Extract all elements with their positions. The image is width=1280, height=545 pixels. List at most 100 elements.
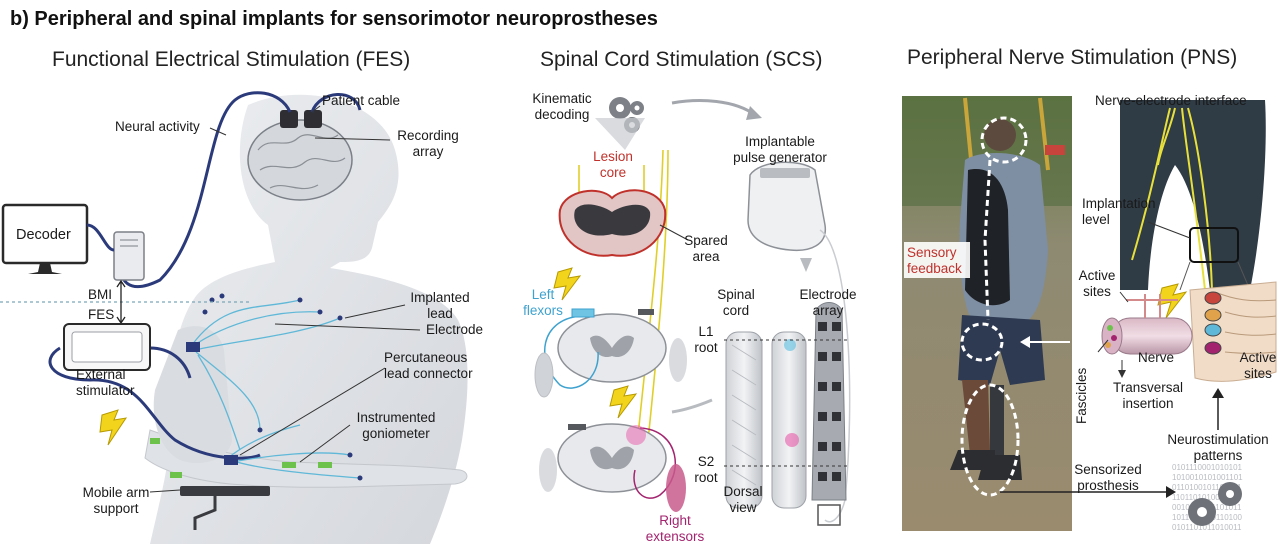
ipg-lead [819,229,851,523]
cord-root-lines [731,344,757,486]
label-patient-cable: Patient cable [322,93,401,108]
left-flexor-circuit [544,315,599,389]
shoe-right [978,455,1022,480]
label-decoder: Decoder [16,227,71,243]
label-external-stimulator: External stimulator [76,367,135,398]
electrode-pad-blue [571,308,595,318]
left-leg-muscle [534,352,554,398]
electrode-contacts [818,322,841,481]
label-left-flexors: Left flexors [523,287,563,318]
lesion-core [574,204,651,236]
label-spinal-cord: Spinal cord [717,287,755,318]
array-glow-magenta [785,433,799,447]
skin-segment [1189,281,1277,382]
person-head [984,119,1016,151]
lightning-bolt-icon [99,409,128,446]
binary-row: 0101110001010101 [1172,463,1243,472]
label-active-sites: Active sites [1078,268,1116,299]
label-mobile-arm-support: Mobile arm support [82,485,150,516]
spared-leader [659,224,689,241]
swing-seat [1045,145,1065,155]
label-sensory-feedback: Sensory feedback [907,245,962,276]
fascicles-leader [1097,339,1109,353]
label-nerve: Nerve [1138,350,1175,365]
person-leg-left [962,380,990,455]
fascicle-dots [1105,325,1117,348]
bmi-fes-arrow [116,279,126,325]
label-electrode: Electrode [426,322,484,337]
support-stand [193,496,217,530]
lightning-bolt-icon [553,267,582,301]
label-goniometer: Instrumented goniometer [356,410,436,441]
pns-panel: 0101110001010101101001010100110101101001… [902,96,1277,532]
fes-panel [0,91,468,544]
fes-leader-lines [149,105,421,493]
label-transversal-insertion: Transversal insertion [1112,380,1184,411]
mobile-arm-support [180,486,270,496]
label-spared-area: Spared area [684,233,728,264]
label-lesion-core: Lesion core [593,149,633,180]
label-fascicles: Fascicles [1074,367,1089,424]
stimulator-cable [48,346,261,460]
grey-matter-lower [590,446,634,470]
spinal-cord-dorsal [725,331,763,509]
label-percutaneous-connector: Percutaneous lead connector [384,350,473,381]
label-neural-activity: Neural activity [115,119,200,134]
decoder-cable [86,223,115,252]
patient-cable [113,91,362,289]
implanted-leads [189,299,361,479]
label-sensorized-prosthesis: Sensorized prosthesis [1074,462,1142,493]
patient-upper-arm [153,326,232,464]
label-kinematic-decoding: Kinematic decoding [532,91,592,122]
figure-title: b) Peripheral and spinal implants for se… [10,8,658,30]
pns-title: Peripheral Nerve Stimulation (PNS) [907,46,1238,69]
label-right-extensors: Right extensors [645,513,705,544]
implantation-level-box [1189,227,1239,263]
label-electrode-array: Electrode array [799,287,857,318]
lead-connector-shoulder [186,342,200,352]
stimulation-glow [626,425,646,445]
arrow-to-ipg [671,99,756,117]
label-l1-root: L1 root [694,324,718,355]
right-extensor-circuit [633,427,676,499]
binary-row: 1010010101001101 [1172,473,1243,482]
electrode-pad-dark-lower [568,424,586,430]
array-connector [817,504,841,526]
scs-panel [534,97,851,526]
label-bmi: BMI [88,287,113,302]
right-leg-muscle [666,464,686,512]
backpack [965,169,1010,306]
active-sites-leader [1119,291,1129,303]
label-dorsal-view: Dorsal view [723,484,763,515]
sensory-feedback-box [904,242,970,278]
lightning-bolt-icon [609,385,638,419]
fes-title: Functional Electrical Stimulation (FES) [52,48,411,71]
headstage-left [280,110,298,128]
lead-connector-forearm [224,455,238,465]
goniometer-sensors [150,438,332,478]
label-implanted-lead: Implanted lead [410,290,470,321]
label-s2-root: S2 root [694,454,718,485]
zoom-line-left [1179,261,1191,291]
transversal-electrode [1126,294,1178,318]
ipg-contacts [760,168,810,178]
label-recording-array: Recording array [397,128,459,159]
implantation-leader [1147,221,1191,239]
brain [247,119,353,201]
nerve-cylinder [1111,317,1193,355]
grey-matter-middle [590,335,634,358]
nerve-branches [1131,107,1213,291]
label-ipg: Implantable pulse generator [733,134,827,165]
decoder-stand [28,263,62,274]
label-implantation-level: Implantation level [1082,196,1156,227]
right-leg-muscle-mid [669,338,687,382]
person-shorts [958,315,1045,385]
electrode-pad-dark [638,309,654,315]
label-neurostimulation-patterns: Neurostimulation patterns [1167,432,1269,463]
binary-row: 0101101011010011 [1172,523,1242,532]
left-leg-muscle-lower [539,448,557,492]
active-site-electrodes [1204,291,1222,355]
label-active-sites-right: Active sites [1239,350,1277,381]
gear-icon [1188,482,1242,526]
array-glow-blue [784,339,796,351]
